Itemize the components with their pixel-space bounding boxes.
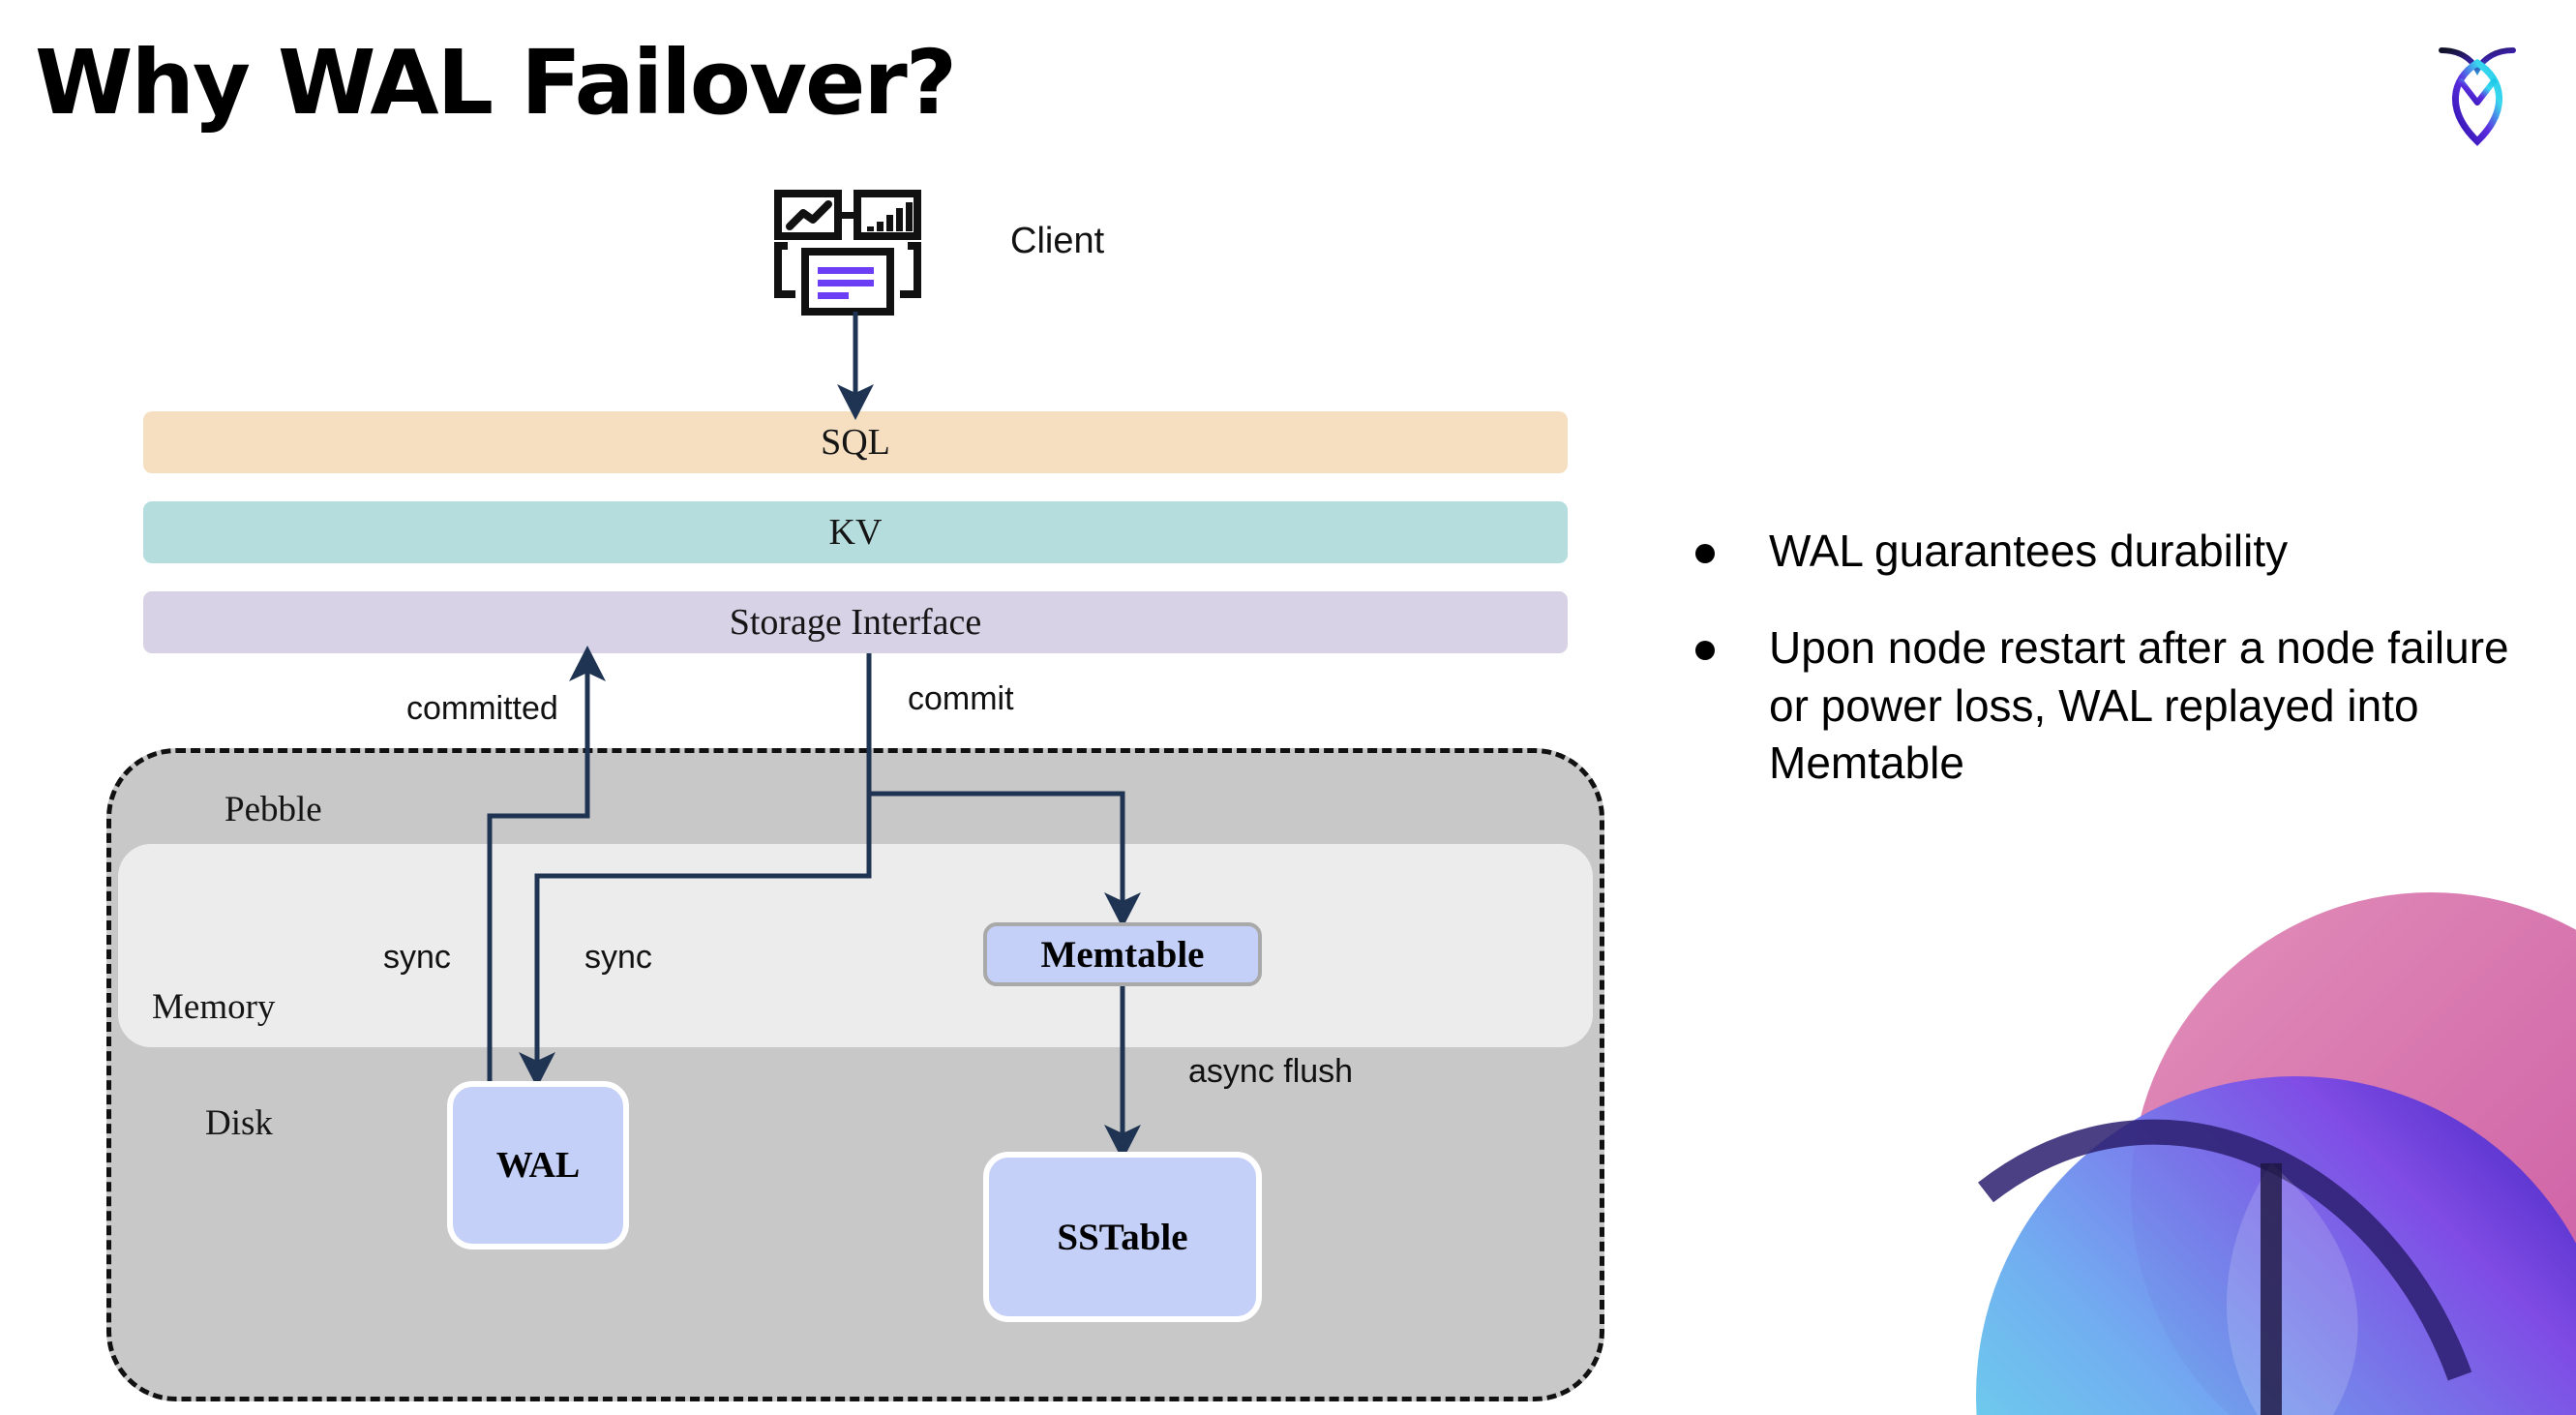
layer-sql: SQL: [143, 411, 1568, 473]
list-item: Upon node restart after a node failure o…: [1695, 619, 2547, 793]
edge-label-sync-1: sync: [383, 939, 451, 976]
edge-label-async-flush: async flush: [1188, 1053, 1354, 1090]
edge-label-committed: committed: [406, 690, 558, 727]
memory-label: Memory: [152, 987, 276, 1027]
node-sstable: SSTable: [983, 1152, 1262, 1322]
layer-sql-label: SQL: [821, 422, 890, 463]
disk-label: Disk: [205, 1103, 273, 1143]
layer-kv-label: KV: [828, 512, 883, 553]
edge-label-commit: commit: [908, 680, 1014, 717]
node-wal: WAL: [447, 1081, 629, 1249]
bullet-list: WAL guarantees durability Upon node rest…: [1695, 523, 2547, 831]
memory-region: [118, 844, 1593, 1047]
layer-storage-label: Storage Interface: [729, 602, 982, 643]
cockroachdb-logo-icon: [2416, 31, 2538, 153]
layer-storage-interface: Storage Interface: [143, 591, 1568, 653]
list-item: WAL guarantees durability: [1695, 523, 2547, 581]
bullet-dot-icon: [1695, 544, 1715, 563]
client-label: Client: [1010, 221, 1105, 261]
layer-kv: KV: [143, 501, 1568, 563]
bullet-dot-icon: [1695, 640, 1715, 660]
node-memtable: Memtable: [983, 922, 1262, 986]
bullet-text: WAL guarantees durability: [1769, 526, 2289, 576]
page-title: Why WAL Failover?: [35, 31, 957, 135]
client-dashboard-icon: [774, 190, 929, 316]
edge-label-sync-2: sync: [584, 939, 652, 976]
bullet-text: Upon node restart after a node failure o…: [1769, 621, 2509, 789]
pebble-label: Pebble: [225, 790, 322, 829]
decorative-circles: [1841, 873, 2576, 1415]
